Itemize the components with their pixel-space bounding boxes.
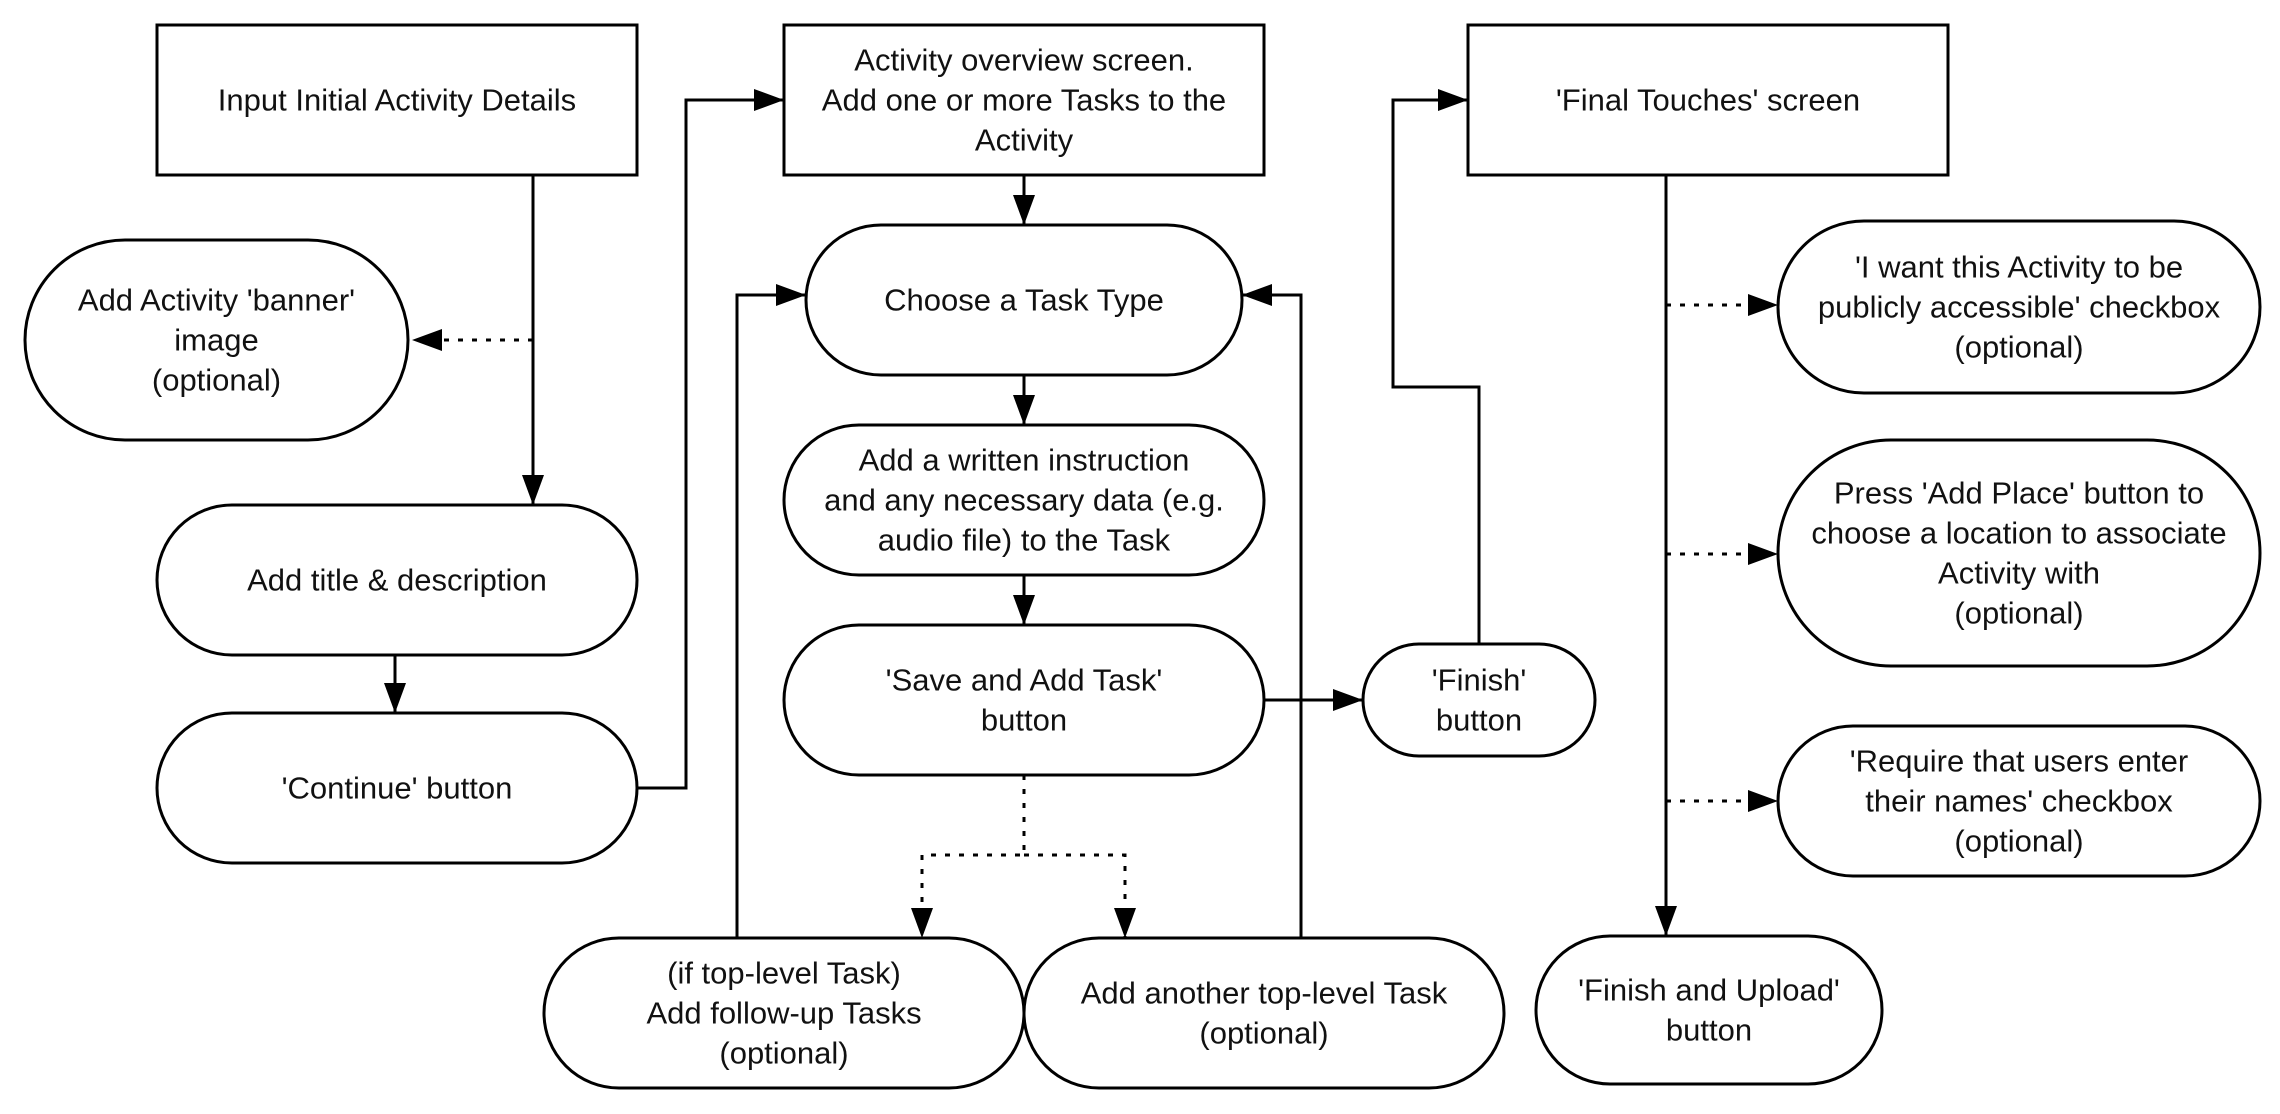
node-label-line: Add title & description [247,563,547,598]
node-label-line: image [174,323,258,358]
node-label-line: 'Continue' button [282,771,513,806]
node-label-line: Activity [975,123,1074,158]
node-label-line: 'Save and Add Task' [886,663,1163,698]
pill-shape [1776,438,2262,668]
node-instruction: Add a written instruction and any necessa… [782,423,1266,577]
node-label-line: button [1666,1013,1752,1048]
node-another: Add another top-level Task (optional) [1022,936,1506,1090]
node-label-line: 'I want this Activity to be [1855,250,2183,285]
node-label-line: their names' checkbox [1865,784,2173,819]
node-label-line: Add Activity 'banner' [78,283,355,318]
pill-shape [1022,936,1506,1090]
node-label-line: 'Finish and Upload' [1578,973,1840,1008]
node-save-add: 'Save and Add Task' button [782,623,1266,777]
node-label-line: (optional) [1954,596,2083,631]
edge-followup-to-task-type [735,284,806,938]
node-label-line: 'Final Touches' screen [1556,83,1860,118]
rect-shape [782,23,1266,177]
node-add-place: Press 'Add Place' button to choose a loca… [1776,438,2262,668]
node-label-line: choose a location to associate [1811,516,2226,551]
node-finish-upload: 'Finish and Upload' button [1534,934,1884,1086]
node-title-desc: Add title & description [155,503,639,657]
node-label-line: button [981,703,1067,738]
pill-shape [155,711,639,865]
node-label-line: (optional) [719,1036,848,1071]
node-label-line: Choose a Task Type [884,283,1164,318]
edge-save-add-to-another [1024,853,1136,938]
node-label-line: audio file) to the Task [878,523,1171,558]
node-names-cb: 'Require that users enter their names' ch… [1776,724,2262,878]
node-input-details: Input Initial Activity Details [155,23,639,177]
edge-finish-btn-to-final-touches [1391,89,1481,644]
pill-shape [23,238,410,442]
node-label-line: and any necessary data (e.g. [824,483,1224,518]
pill-shape [782,423,1266,577]
rect-shape [1466,23,1950,177]
node-label-line: Add another top-level Task [1081,976,1448,1011]
node-public-cb: 'I want this Activity to be publicly acce… [1776,219,2262,395]
node-followup: (if top-level Task) Add follow-up Tasks (o… [542,936,1026,1090]
node-label-line: Input Initial Activity Details [218,83,576,118]
pill-shape [155,503,639,657]
node-banner: Add Activity 'banner' image (optional) [23,238,410,442]
node-label-line: 'Require that users enter [1850,744,2189,779]
pill-shape [1361,642,1597,758]
node-label-line: publicly accessible' checkbox [1818,290,2221,325]
node-label-line: Add a written instruction [859,443,1190,478]
node-continue-btn: 'Continue' button [155,711,639,865]
node-label-line: (optional) [1199,1016,1328,1051]
pill-shape [804,223,1244,377]
rect-shape [155,23,639,177]
edge-continue-btn-to-overview [637,89,784,790]
edge-save-add-to-followup [911,775,1026,938]
connector-layer [384,89,1778,938]
pill-shape [1776,724,2262,878]
node-label-line: Activity overview screen. [854,43,1193,78]
node-overview: Activity overview screen. Add one or more… [782,23,1266,177]
edge-another-to-task-type [1242,284,1303,938]
node-label-line: (optional) [152,363,281,398]
node-label-line: 'Finish' [1432,663,1527,698]
node-finish-btn: 'Finish' button [1361,642,1597,758]
node-label-line: button [1436,703,1522,738]
node-label-line: (optional) [1954,824,2083,859]
pill-shape [1534,934,1884,1086]
pill-shape [782,623,1266,777]
node-task-type: Choose a Task Type [804,223,1244,377]
node-label-line: Add follow-up Tasks [646,996,921,1031]
node-label-line: (optional) [1954,330,2083,365]
node-final-touches: 'Final Touches' screen [1466,23,1950,177]
pill-shape [1776,219,2262,395]
node-label-line: (if top-level Task) [667,956,901,991]
node-label-line: Press 'Add Place' button to [1834,476,2204,511]
node-label-line: Activity with [1938,556,2100,591]
node-label-line: Add one or more Tasks to the [822,83,1226,118]
